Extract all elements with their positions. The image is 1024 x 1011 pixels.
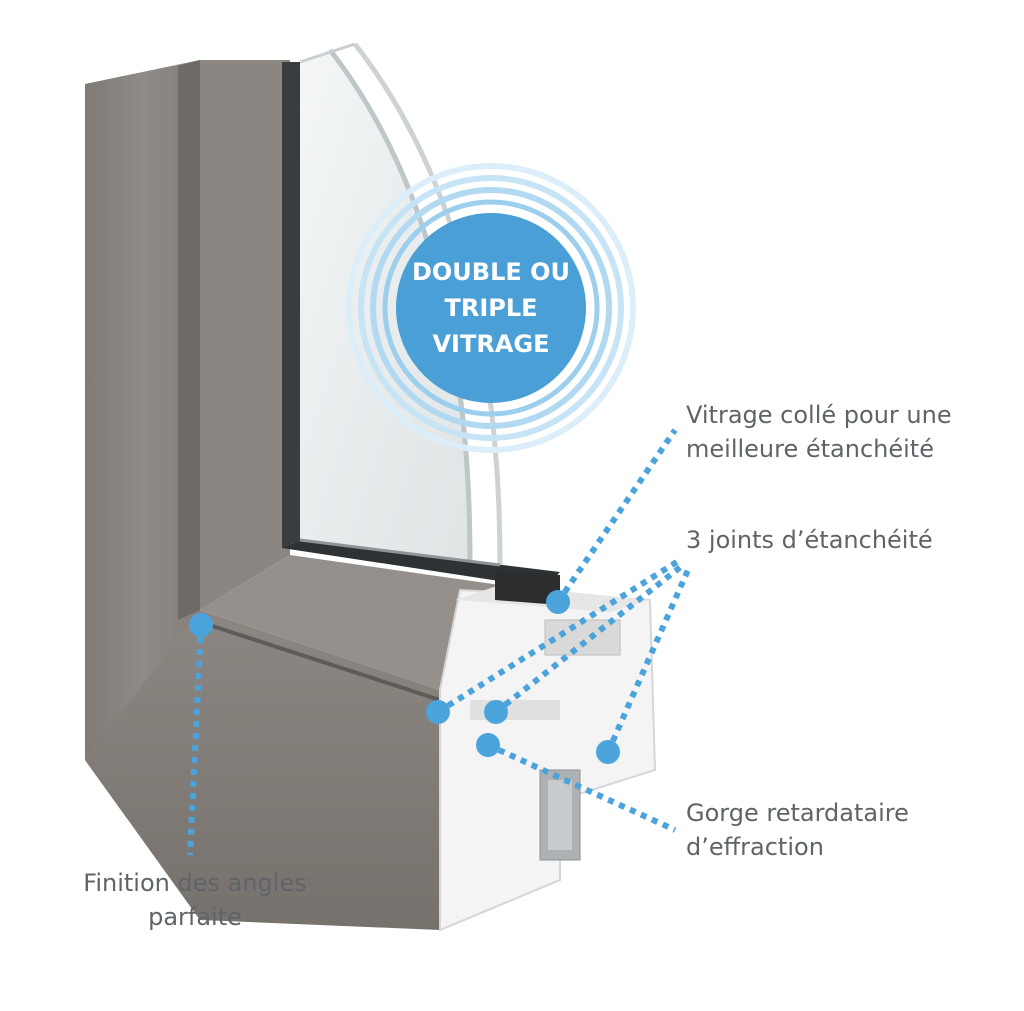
callout-line-gorge: [486, 742, 677, 833]
badge-circle: [396, 213, 586, 403]
callout-vitrage-colle-line-2: meilleure étanchéité: [686, 435, 934, 463]
frame-left-profile: [85, 60, 290, 920]
callout-gorge-line-1: Gorge retardataire: [686, 799, 909, 827]
dot-vitrage: [546, 590, 570, 614]
callout-dots: [189, 590, 620, 764]
callout-joints-line-1: 3 joints d’étanchéité: [686, 526, 933, 554]
callout-finition-line-1: Finition des angles: [83, 869, 307, 897]
callout-finition: Finition des angles parfaite: [75, 866, 315, 934]
badge-line-1: DOUBLE OU: [411, 258, 571, 286]
dot-joint-2: [484, 700, 508, 724]
callout-line-joint-3: [605, 568, 691, 754]
vitrage-badge: DOUBLE OU TRIPLE VITRAGE: [396, 213, 586, 403]
dot-gorge: [476, 733, 500, 757]
dot-joint-1: [426, 700, 450, 724]
sash-bead: [282, 62, 560, 588]
callout-gorge-line-2: d’effraction: [686, 833, 824, 861]
pvc-profile-section: [439, 570, 657, 932]
dot-finition: [189, 613, 213, 637]
badge-glow-rings: [346, 163, 636, 453]
callout-line-finition: [187, 624, 204, 856]
callout-vitrage-colle: Vitrage collé pour une meilleure étanché…: [686, 398, 952, 466]
callout-finition-line-2: parfaite: [148, 903, 242, 931]
callout-line-joint-2: [494, 562, 685, 715]
callout-gorge: Gorge retardataire d’effraction: [686, 796, 909, 864]
badge-line-2: TRIPLE: [444, 294, 538, 322]
dot-joint-3: [596, 740, 620, 764]
frame-bottom-profile: [85, 555, 500, 930]
callout-lines: [187, 428, 691, 856]
callout-line-vitrage: [555, 428, 678, 604]
callout-joints: 3 joints d’étanchéité: [686, 523, 933, 557]
badge-line-3: VITRAGE: [432, 330, 550, 358]
callout-vitrage-colle-line-1: Vitrage collé pour une: [686, 401, 952, 429]
